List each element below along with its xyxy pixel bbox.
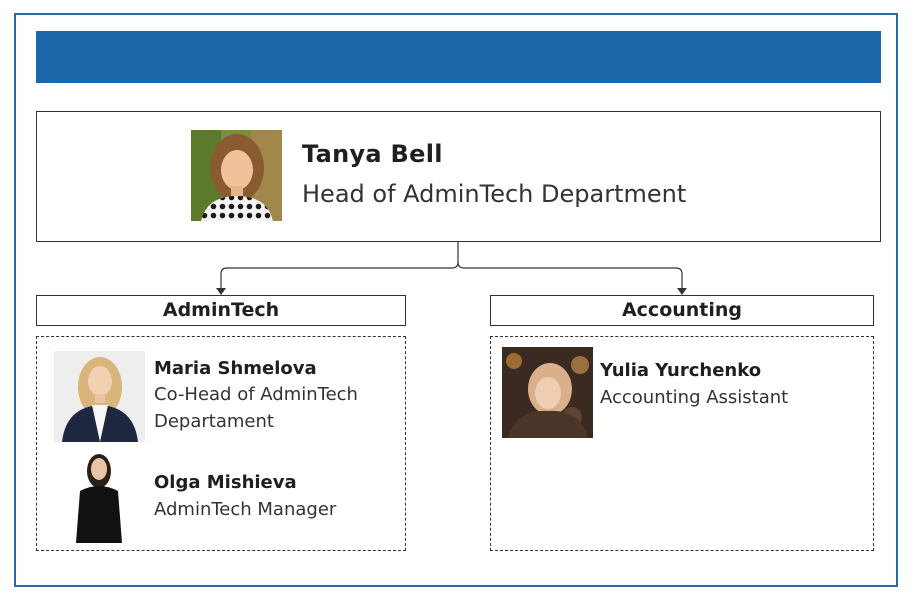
- head-node: [36, 111, 881, 242]
- header-banner: [36, 31, 881, 83]
- member-role-olga: AdminTech Manager: [154, 499, 337, 520]
- member-role-maria-line2: Departament: [154, 411, 274, 432]
- head-title: Head of AdminTech Department: [302, 180, 687, 208]
- yulia-yurchenko-photo: [502, 347, 593, 438]
- member-name-yulia: Yulia Yurchenko: [600, 360, 762, 381]
- dept-admintech-header: AdminTech: [36, 295, 406, 326]
- dept-accounting-header: Accounting: [490, 295, 874, 326]
- member-role-maria-line1: Co-Head of AdminTech: [154, 384, 358, 405]
- head-name: Tanya Bell: [302, 140, 443, 168]
- maria-shmelova-photo: [54, 351, 145, 442]
- accounting-members-area: [490, 336, 874, 551]
- chart-frame: [14, 13, 898, 587]
- member-name-olga: Olga Mishieva: [154, 472, 297, 493]
- tanya-bell-photo: [191, 130, 282, 221]
- olga-mishieva-photo: [54, 451, 145, 543]
- admintech-members-area: [36, 336, 406, 551]
- member-name-maria: Maria Shmelova: [154, 358, 317, 379]
- member-role-yulia: Accounting Assistant: [600, 387, 789, 408]
